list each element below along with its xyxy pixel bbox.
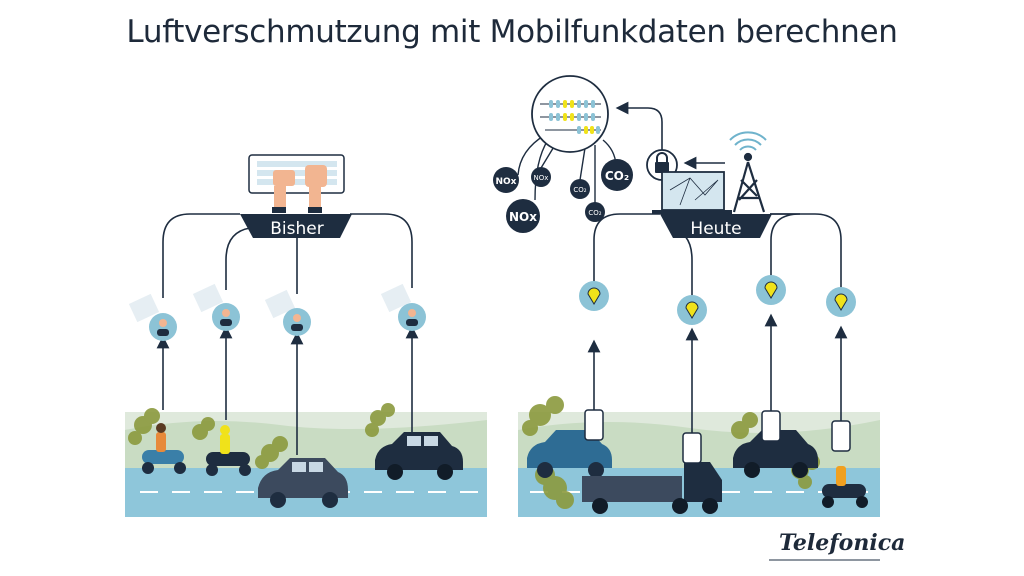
pollutant-bubble: CO₂ [601, 159, 633, 191]
right-connectors [587, 101, 848, 433]
pollutant-bubble: NOx [493, 167, 519, 193]
car-front [258, 458, 348, 508]
location-pin-icon [826, 287, 856, 317]
page-title: Luftverschmutzung mit Mobilfunkdaten ber… [126, 14, 898, 50]
svg-text:CO₂: CO₂ [573, 186, 586, 194]
car-back [375, 432, 463, 480]
svg-text:NOx: NOx [509, 210, 537, 224]
survey-icon [264, 289, 311, 336]
svg-text:CO₂: CO₂ [605, 169, 629, 183]
svg-text:Telefonica: Telefonica [779, 530, 905, 556]
survey-icon [192, 283, 240, 331]
location-pin-icon [677, 295, 707, 325]
right-scene [518, 396, 880, 517]
svg-text:NOx: NOx [534, 174, 549, 182]
svg-text:Heute: Heute [690, 219, 741, 239]
car-dark [733, 430, 818, 478]
laptop-network-icon [652, 171, 732, 214]
smog-clouds [128, 403, 395, 469]
left-scene [125, 403, 487, 517]
telefonica-logo: Telefonica [769, 530, 905, 561]
svg-text:CO₂: CO₂ [588, 209, 601, 217]
left-connectors [156, 213, 419, 455]
data-analysis-icon [517, 75, 617, 205]
scooter-right [822, 466, 868, 508]
cell-tower-icon [729, 131, 767, 213]
pollutant-bubble: CO₂ [570, 179, 590, 199]
svg-text:NOx: NOx [496, 177, 517, 187]
location-pin-icon [579, 281, 609, 311]
survey-icon [128, 293, 177, 341]
keyboard-hands-icon [248, 154, 345, 213]
pollutant-bubble: NOx [506, 199, 540, 233]
scooter-1 [142, 423, 186, 474]
truck [582, 462, 722, 514]
survey-icons [128, 283, 426, 341]
location-pin-icon [756, 275, 786, 305]
bisher-label: Bisher [240, 214, 352, 239]
pollutant-bubble: CO₂ [585, 202, 605, 222]
pollutant-bubble: NOx [531, 167, 551, 187]
location-pin-icons [579, 275, 856, 325]
pollutant-bubbles: NOx NOx NOx CO₂ CO₂ CO₂ [493, 159, 633, 233]
scooter-2 [206, 425, 251, 476]
svg-text:Bisher: Bisher [270, 219, 323, 239]
survey-icon [380, 283, 426, 331]
heute-label: Heute [660, 214, 772, 239]
